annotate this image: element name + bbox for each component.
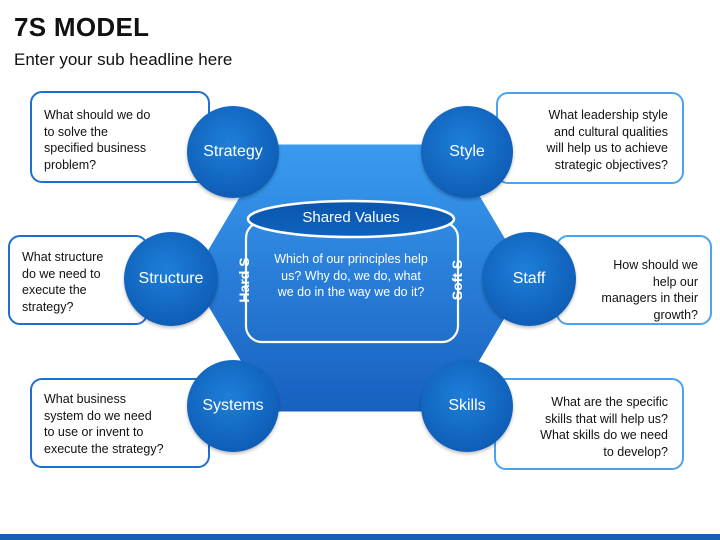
page-title: 7S MODEL [14, 12, 150, 42]
style-question-box: What leadership style and cultural quali… [496, 92, 684, 184]
footer-bar [0, 534, 720, 540]
skills-label: Skills [448, 397, 486, 414]
style-circle: Style [421, 106, 513, 198]
systems-question-box: What business system do we need to use o… [30, 378, 210, 468]
shared-values-ellipse [246, 199, 456, 239]
structure-label: Structure [138, 270, 204, 287]
structure-question-box: What structure do we need to execute the… [8, 235, 148, 325]
strategy-label: Strategy [203, 143, 263, 160]
soft-s-label: Soft S [449, 259, 465, 301]
shared-values-label: Shared Values [302, 209, 400, 226]
structure-circle: Structure [124, 232, 218, 326]
systems-label: Systems [202, 397, 264, 414]
page-subtitle: Enter your sub headline here [14, 50, 233, 69]
style-label: Style [449, 143, 485, 160]
skills-question-box: What are the specific skills that will h… [494, 378, 684, 470]
strategy-question-box: What should we do to solve the specified… [30, 91, 210, 183]
hard-s-label: Hard S [236, 257, 252, 303]
systems-circle: Systems [187, 360, 279, 452]
skills-circle: Skills [421, 360, 513, 452]
staff-label: Staff [512, 270, 546, 287]
staff-circle: Staff [482, 232, 576, 326]
shared-values-question: Which of our principles help us? Why do,… [274, 252, 428, 299]
staff-question-box: How should we help our managers in their… [556, 235, 712, 325]
strategy-circle: Strategy [187, 106, 279, 198]
